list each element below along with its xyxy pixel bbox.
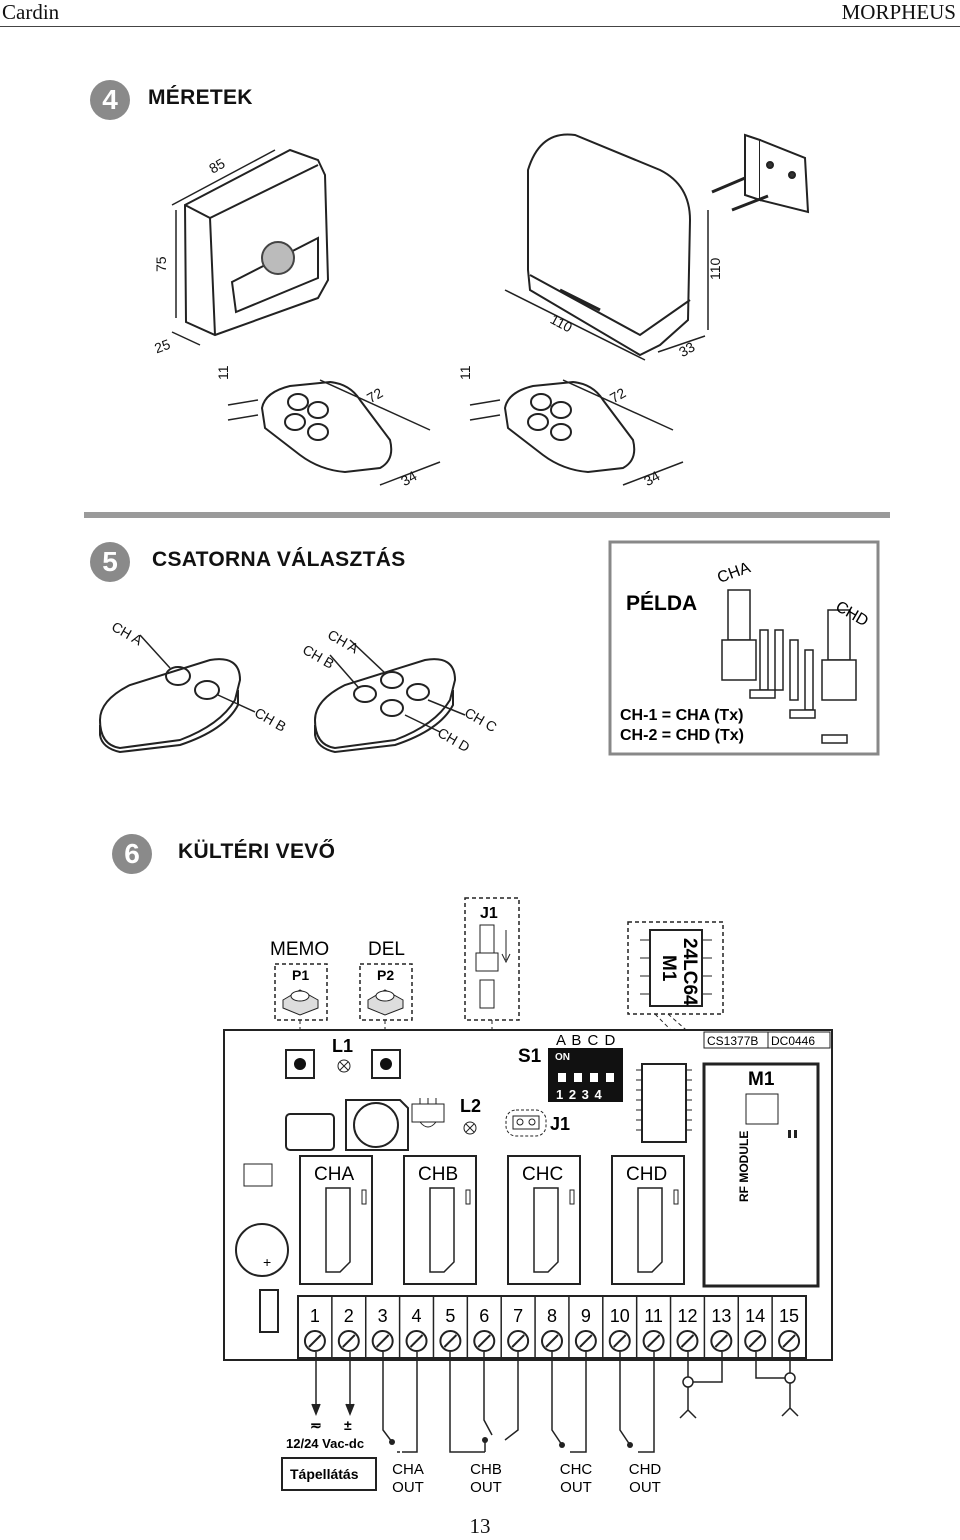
- output-cha-out: OUT: [392, 1479, 424, 1496]
- remote1-ch-a: CH A: [109, 618, 146, 649]
- output-chb-out: OUT: [470, 1479, 502, 1496]
- section-6-badge: 6: [112, 834, 152, 874]
- del-label: DEL: [368, 939, 405, 960]
- receiver-board-drawing: MEMO DEL P1 P2 J1 24LC64 M1 CS1377B DC04…: [223, 897, 833, 1496]
- m1-module-label: M1: [748, 1069, 775, 1090]
- terminal-7-label: 7: [513, 1306, 523, 1326]
- section-4-badge: 4: [90, 80, 130, 120]
- memo-label: MEMO: [270, 939, 329, 960]
- terminal-2-label: 2: [344, 1306, 354, 1326]
- relay-chd: CHD: [626, 1164, 667, 1185]
- example-line1: CH-1 = CHA (Tx): [620, 707, 743, 724]
- dimensions-drawing: 85 75 25 110 110 33 11 72 34 11 72 34: [152, 133, 810, 489]
- l1-label: L1: [332, 1036, 353, 1056]
- remote2-ch-a: CH A: [325, 626, 362, 657]
- ac-symbol: ≂: [310, 1417, 322, 1433]
- section-5-badge: 5: [90, 542, 130, 582]
- output-chd-label: CHD: [629, 1461, 662, 1478]
- output-chb-label: CHB: [470, 1461, 502, 1478]
- header-brand: Cardin: [2, 0, 60, 24]
- terminal-12-label: 12: [677, 1306, 697, 1326]
- terminal-8-label: 8: [547, 1306, 557, 1326]
- dc-symbol: ±: [344, 1417, 352, 1433]
- dim-remote2-length: 72: [607, 384, 629, 406]
- terminal-5-label: 5: [445, 1306, 455, 1326]
- dip-letters: A B C D: [556, 1032, 616, 1049]
- terminal-11-label: 11: [644, 1306, 663, 1326]
- dim-box1-width: 25: [152, 336, 172, 356]
- terminal-1-label: 1: [310, 1306, 320, 1326]
- supply-voltage: 12/24 Vac-dc: [286, 1436, 364, 1451]
- dim-remote1-width: 34: [398, 467, 420, 489]
- section-6-title: KÜLTÉRI VEVŐ: [178, 840, 336, 863]
- p2-label: P2: [377, 967, 394, 983]
- board-code-2: DC0446: [771, 1034, 815, 1048]
- remote2-ch-c: CH C: [462, 704, 500, 735]
- rf-module-label: RF MODULE: [737, 1131, 751, 1202]
- terminal-10-label: 10: [610, 1306, 630, 1326]
- l2-label: L2: [460, 1096, 481, 1116]
- output-cha-label: CHA: [392, 1461, 424, 1478]
- chip-label-m1: M1: [658, 955, 679, 982]
- output-chc-out: OUT: [560, 1479, 592, 1496]
- remote1-ch-b: CH B: [252, 704, 289, 735]
- terminal-15-label: 15: [779, 1306, 799, 1326]
- dim-remote1-thickness: 11: [215, 365, 231, 380]
- dim-remote2-thickness: 11: [457, 365, 473, 380]
- remote2-ch-d: CH D: [435, 724, 473, 755]
- dim-box1-height: 75: [153, 256, 169, 272]
- p1-label: P1: [292, 967, 309, 983]
- terminal-4-label: 4: [412, 1306, 422, 1326]
- j1-top-label: J1: [480, 905, 498, 922]
- dim-box2-height: 110: [707, 257, 723, 280]
- page-number: 13: [469, 1514, 491, 1538]
- page-header: Cardin MORPHEUS: [0, 0, 960, 27]
- dim-remote2-width: 34: [641, 467, 663, 489]
- relay-chb: CHB: [418, 1164, 458, 1185]
- dip-numbers: 1 2 3 4: [556, 1087, 603, 1102]
- s1-label: S1: [518, 1046, 542, 1067]
- dip-on-label: ON: [555, 1052, 570, 1063]
- dim-box1-depth: 85: [206, 155, 228, 177]
- example-title: PÉLDA: [626, 592, 697, 615]
- section-divider: [84, 512, 890, 518]
- relay-cha: CHA: [314, 1164, 354, 1185]
- output-chc-label: CHC: [560, 1461, 593, 1478]
- section-4-title: MÉRETEK: [148, 86, 253, 109]
- remote2-ch-b: CH B: [300, 641, 337, 672]
- example-line2: CH-2 = CHD (Tx): [620, 727, 744, 744]
- supply-label: Tápellátás: [290, 1466, 359, 1482]
- terminal-3-label: 3: [378, 1306, 388, 1326]
- output-chd-out: OUT: [629, 1479, 661, 1496]
- terminal-13-label: 13: [711, 1306, 731, 1326]
- dim-box2-depth: 33: [676, 338, 698, 360]
- header-product: MORPHEUS: [841, 0, 956, 24]
- chip-part-number: 24LC64: [679, 938, 700, 1006]
- channel-select-drawing: CH A CH B CH A CH B CH C CH D PÉLDA CHA …: [98, 540, 880, 756]
- section-5-title: CSATORNA VÁLASZTÁS: [152, 548, 406, 571]
- svg-text:+: +: [263, 1254, 271, 1270]
- terminal-9-label: 9: [581, 1306, 591, 1326]
- j1-board-label: J1: [550, 1114, 570, 1134]
- dim-remote1-length: 72: [364, 384, 386, 406]
- terminal-6-label: 6: [479, 1306, 489, 1326]
- relay-chc: CHC: [522, 1164, 563, 1185]
- terminal-14-label: 14: [745, 1306, 765, 1326]
- board-code-1: CS1377B: [707, 1034, 758, 1048]
